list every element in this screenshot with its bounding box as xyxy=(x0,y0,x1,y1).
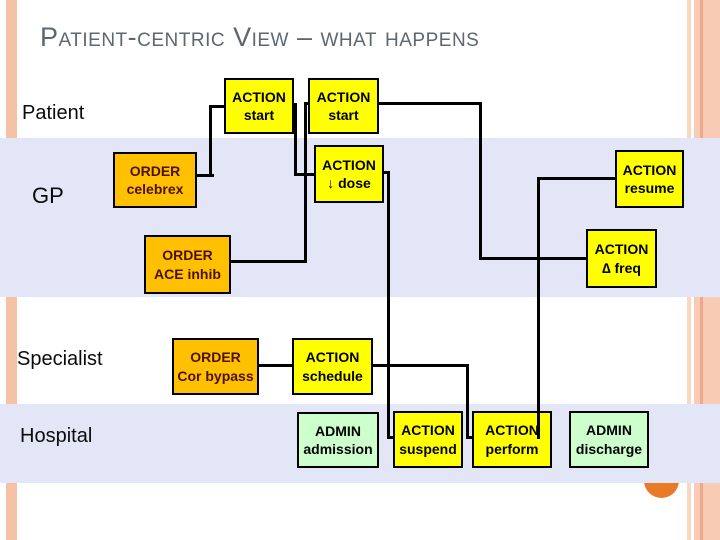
node-type: ACTION xyxy=(305,349,360,366)
node-action-suspend: ACTION suspend xyxy=(393,411,463,468)
node-label: celebrex xyxy=(126,181,184,197)
connector-celebrex-start-v xyxy=(209,105,212,177)
node-action-start-1: ACTION start xyxy=(224,78,294,134)
node-type: ACTION xyxy=(322,156,376,173)
connector-ace-start2-h xyxy=(230,260,307,263)
connector-schedule-perform-h2 xyxy=(466,436,474,439)
lane-label-specialist: Specialist xyxy=(17,348,103,370)
node-type: ACTION xyxy=(232,88,286,105)
node-admin-discharge: ADMIN discharge xyxy=(569,411,649,468)
node-action-start-2: ACTION start xyxy=(308,78,379,134)
connector-resume-h xyxy=(539,177,617,180)
connector-start1-dose-v xyxy=(294,103,297,176)
node-label: start xyxy=(243,107,275,123)
connector-start2-freq-h1 xyxy=(378,102,482,105)
node-order-celebrex: ORDER celebrex xyxy=(113,152,197,208)
node-type: ORDER xyxy=(162,247,213,264)
node-label: perform xyxy=(485,440,539,457)
node-type: ACTION xyxy=(622,161,677,178)
connector-resume-perform-v xyxy=(537,177,540,439)
node-label: ACE inhib xyxy=(154,265,221,282)
connector-start2-freq-v xyxy=(479,102,482,260)
node-label: schedule xyxy=(302,367,363,384)
node-action-schedule: ACTION schedule xyxy=(292,338,373,395)
node-action-resume: ACTION resume xyxy=(615,150,684,208)
node-label: resume xyxy=(624,180,675,196)
connector-dose-suspend-h1 xyxy=(383,171,390,174)
connector-ace-start2-stub xyxy=(304,102,310,105)
connector-schedule-perform-h1 xyxy=(372,364,469,367)
connector-celebrex-start-h2 xyxy=(209,105,224,108)
connector-start2-freq-h2 xyxy=(479,257,586,260)
node-label: start xyxy=(328,107,359,123)
lane-label-patient: Patient xyxy=(22,102,85,124)
connector-bypass-schedule-h xyxy=(258,364,294,367)
node-action-freq: ACTION ∆ freq xyxy=(586,229,657,288)
node-type: ACTION xyxy=(401,422,455,439)
node-order-ace-inhib: ORDER ACE inhib xyxy=(144,235,231,294)
node-action-perform: ACTION perform xyxy=(472,411,552,468)
page-title: Patient-centric View – what happens xyxy=(40,22,480,52)
lane-label-hospital: Hospital xyxy=(20,425,93,447)
lane-label-gp: GP xyxy=(32,183,64,208)
connector-dose-suspend-h2 xyxy=(387,436,395,439)
connector-celebrex-start-h1 xyxy=(196,174,214,177)
node-type: ACTION xyxy=(316,88,371,105)
node-type: ORDER xyxy=(190,349,241,366)
node-type: ADMIN xyxy=(586,422,632,439)
node-type: ADMIN xyxy=(315,422,361,439)
node-label: admission xyxy=(303,441,373,457)
connector-dose-suspend-v xyxy=(387,171,390,439)
connector-ace-start2-v xyxy=(304,102,307,263)
node-label: ∆ freq xyxy=(602,259,641,276)
node-label: Cor bypass xyxy=(177,367,254,384)
node-type: ORDER xyxy=(129,162,181,179)
connector-schedule-perform-v xyxy=(466,364,469,439)
node-label: suspend xyxy=(399,440,457,457)
node-type: ACTION xyxy=(594,241,649,258)
node-label: ↓ dose xyxy=(327,175,371,191)
node-action-dose: ACTION ↓ dose xyxy=(314,145,384,203)
node-label: discharge xyxy=(575,440,643,457)
node-type: ACTION xyxy=(485,422,539,439)
node-order-cor-bypass: ORDER Cor bypass xyxy=(172,338,259,395)
node-admin-admission: ADMIN admission xyxy=(297,412,379,468)
